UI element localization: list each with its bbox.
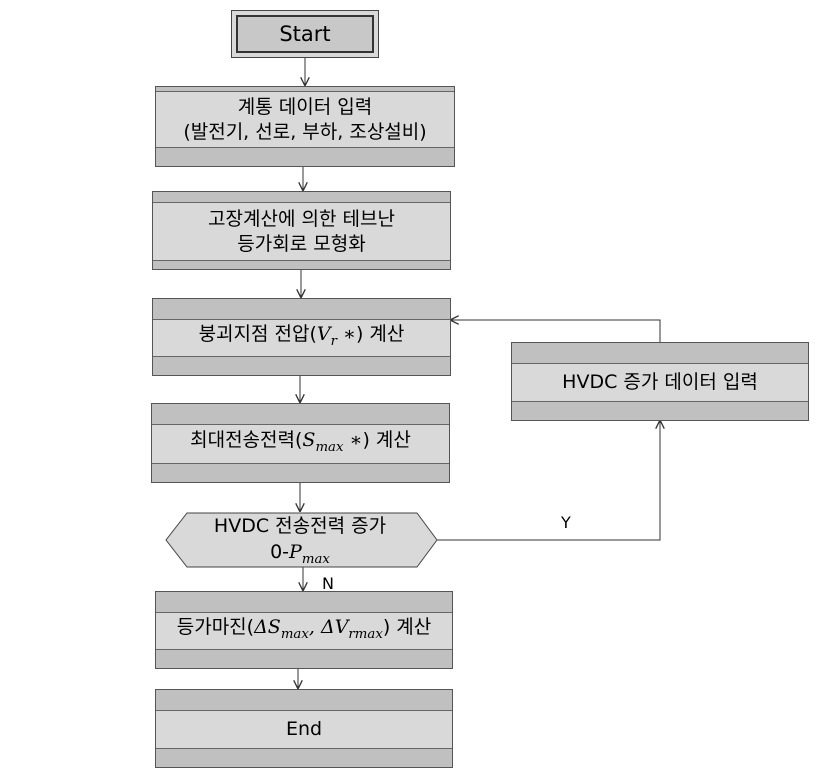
step4-max-transfer-power: 최대전송전력(Smax ∗) 계산 — [151, 403, 450, 483]
loop-hvdc-increase-input: HVDC 증가 데이터 입력 — [511, 342, 809, 421]
step2-thevenin-model: 고장계산에 의한 테브난 등가회로 모형화 — [152, 191, 451, 270]
arrow-yes-to-loop — [436, 421, 660, 541]
step3-label: 붕괴지점 전압(Vr ∗) 계산 — [198, 323, 405, 349]
step3-collapse-voltage: 붕괴지점 전압(Vr ∗) 계산 — [152, 298, 451, 376]
loop-label: HVDC 증가 데이터 입력 — [562, 371, 758, 393]
decision-shape — [165, 512, 438, 568]
end-label: End — [285, 718, 323, 740]
step4-label: 최대전송전력(Smax ∗) 계산 — [190, 429, 411, 455]
start-label: Start — [279, 22, 331, 46]
decision-line1: HVDC 전송전력 증가 — [213, 515, 387, 537]
step5-equivalent-margin: 등가마진(ΔSmax, ΔVrmax) 계산 — [155, 591, 453, 669]
end-terminal: End — [155, 689, 453, 768]
yes-label: Y — [561, 513, 571, 532]
no-label: N — [322, 574, 334, 593]
step2-line1: 고장계산에 의한 테브난 — [208, 207, 395, 230]
step1-line1: 계통 데이터 입력 — [237, 95, 373, 118]
step1-system-data-input: 계통 데이터 입력 (발전기, 선로, 부하, 조상설비) — [155, 86, 455, 167]
start-terminal: Start — [231, 10, 379, 58]
step2-line2: 등가회로 모형화 — [237, 232, 366, 255]
decision-label: HVDC 전송전력 증가 0-Pmax — [170, 513, 430, 573]
step1-line2: (발전기, 선로, 부하, 조상설비) — [183, 120, 427, 143]
decision-line2: 0-Pmax — [270, 541, 330, 567]
arrow-loop-to-step3 — [451, 320, 661, 342]
step5-label: 등가마진(ΔSmax, ΔVrmax) 계산 — [176, 616, 432, 642]
